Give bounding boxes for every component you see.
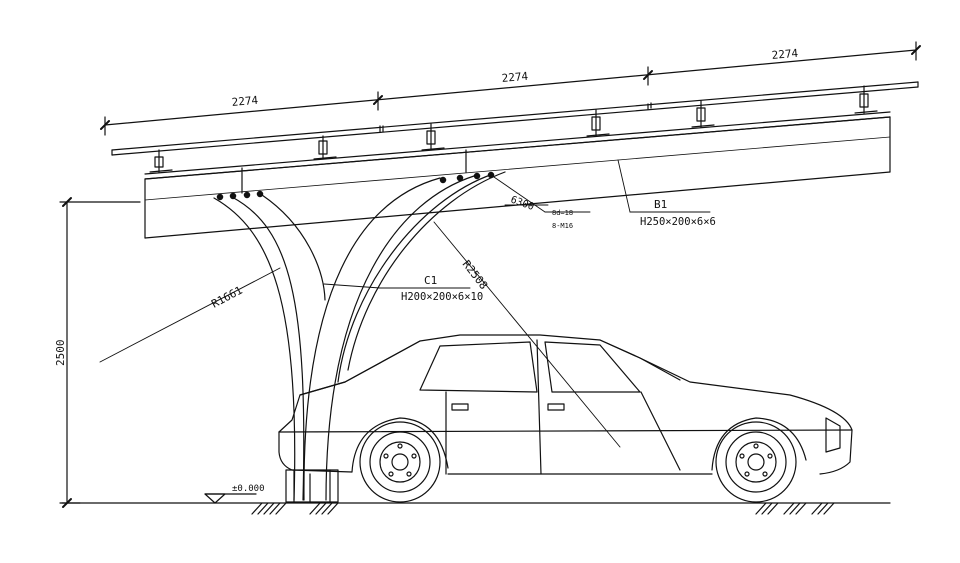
curved-column-front [213,194,326,501]
panel-clamp-1 [149,149,173,173]
radius-front-label: R1661 [209,284,244,311]
main-beam-b1 [144,116,891,239]
level-marker-symbol [204,493,257,504]
panel-clamp-5 [691,100,715,128]
column-base [285,469,339,503]
column-section-label: H200×200×6×10 [401,291,483,303]
column-mark-label: C1 [424,274,437,287]
leader-lines [99,159,711,448]
purlin [144,111,891,180]
car-outline [278,334,853,475]
front-wheel [715,421,797,503]
dimension-span-1: 2274 [231,94,259,109]
bolt-spacing-label: 6300 [509,194,535,213]
dimension-span-3: 2274 [771,47,799,62]
rear-wheel [359,421,441,503]
beam-section-label: H250×200×6×6 [640,216,716,228]
radius-back-label: R2508 [460,258,491,292]
panel-clamp-6 [854,85,878,114]
dimension-span-2: 2274 [501,70,529,85]
beam-mark-label: B1 [654,198,667,211]
ground-level-label: ±0.000 [232,484,265,494]
panel-clamp-3 [421,123,445,151]
panel-clamp-4 [586,109,610,137]
top-dimension-line [100,41,921,136]
ground-line [61,502,891,515]
curved-column-back [303,171,506,501]
height-dimension-line [59,197,141,508]
bolt-note-2: 8-M16 [552,222,573,230]
bolt-note-1: 8d=18 [552,209,573,217]
pv-panel-strip [111,81,919,156]
dimension-height: 2500 [54,340,67,367]
panel-clamp-2 [313,135,337,160]
